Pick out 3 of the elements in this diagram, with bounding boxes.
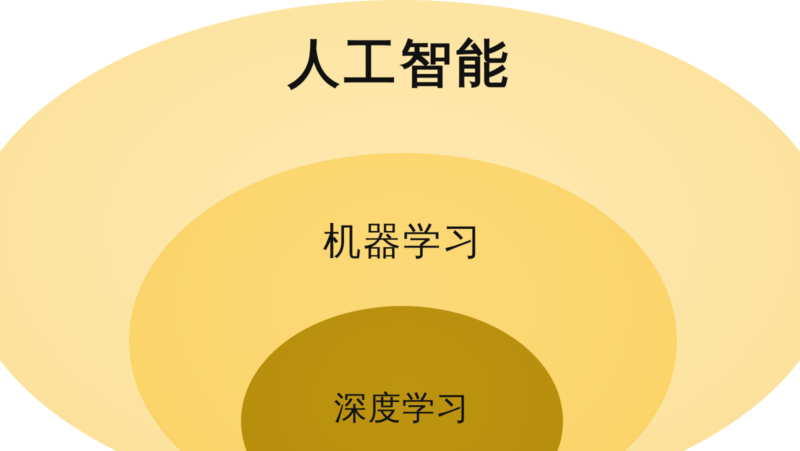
ellipse-label: 深度学习 — [334, 390, 470, 426]
ellipse-label: 人工智能 — [288, 36, 512, 94]
ellipse-label: 机器学习 — [323, 221, 483, 263]
